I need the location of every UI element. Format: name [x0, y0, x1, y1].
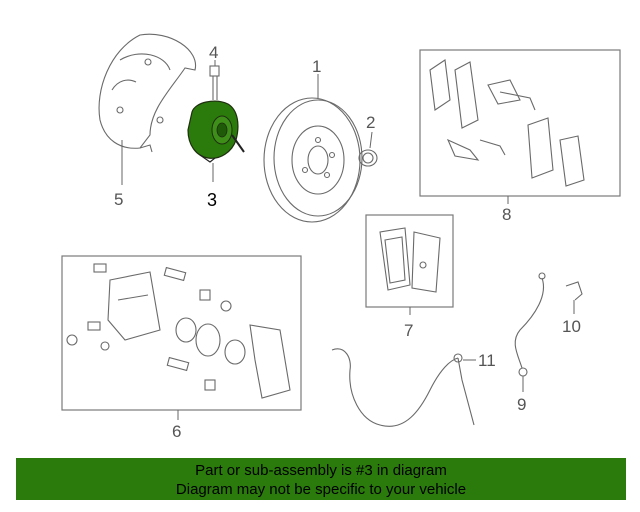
hardware-kit-part-8 [419, 49, 621, 204]
footer-notice: Part or sub-assembly is #3 in diagram Di… [16, 458, 626, 500]
hub-assembly-part-3 [187, 100, 245, 182]
callout-7: 7 [404, 321, 413, 340]
callout-9: 9 [517, 395, 526, 414]
brake-hose-part-9 [514, 272, 546, 392]
callout-8: 8 [502, 205, 511, 224]
seal-part-2 [358, 131, 378, 167]
clip-part-10 [565, 281, 583, 314]
callout-11: 11 [478, 351, 496, 370]
parts-diagram: 5 4 3 1 2 [61, 33, 621, 441]
caliper-assembly-part-6 [61, 255, 302, 420]
brake-pads-part-7 [365, 214, 454, 315]
dust-shield-part-5 [98, 33, 197, 185]
callout-6: 6 [172, 422, 181, 441]
callout-5: 5 [114, 190, 123, 209]
callout-4: 4 [209, 43, 218, 62]
footer-line-1: Part or sub-assembly is #3 in diagram [195, 462, 447, 479]
bolt-part-4 [209, 60, 220, 100]
callout-3: 3 [207, 190, 217, 210]
callout-10: 10 [562, 317, 581, 336]
abs-sensor-part-11 [331, 348, 476, 427]
footer-line-2: Diagram may not be specific to your vehi… [175, 481, 467, 498]
brake-rotor-part-1 [263, 74, 363, 223]
callout-1: 1 [312, 57, 321, 76]
callout-2: 2 [366, 113, 375, 132]
